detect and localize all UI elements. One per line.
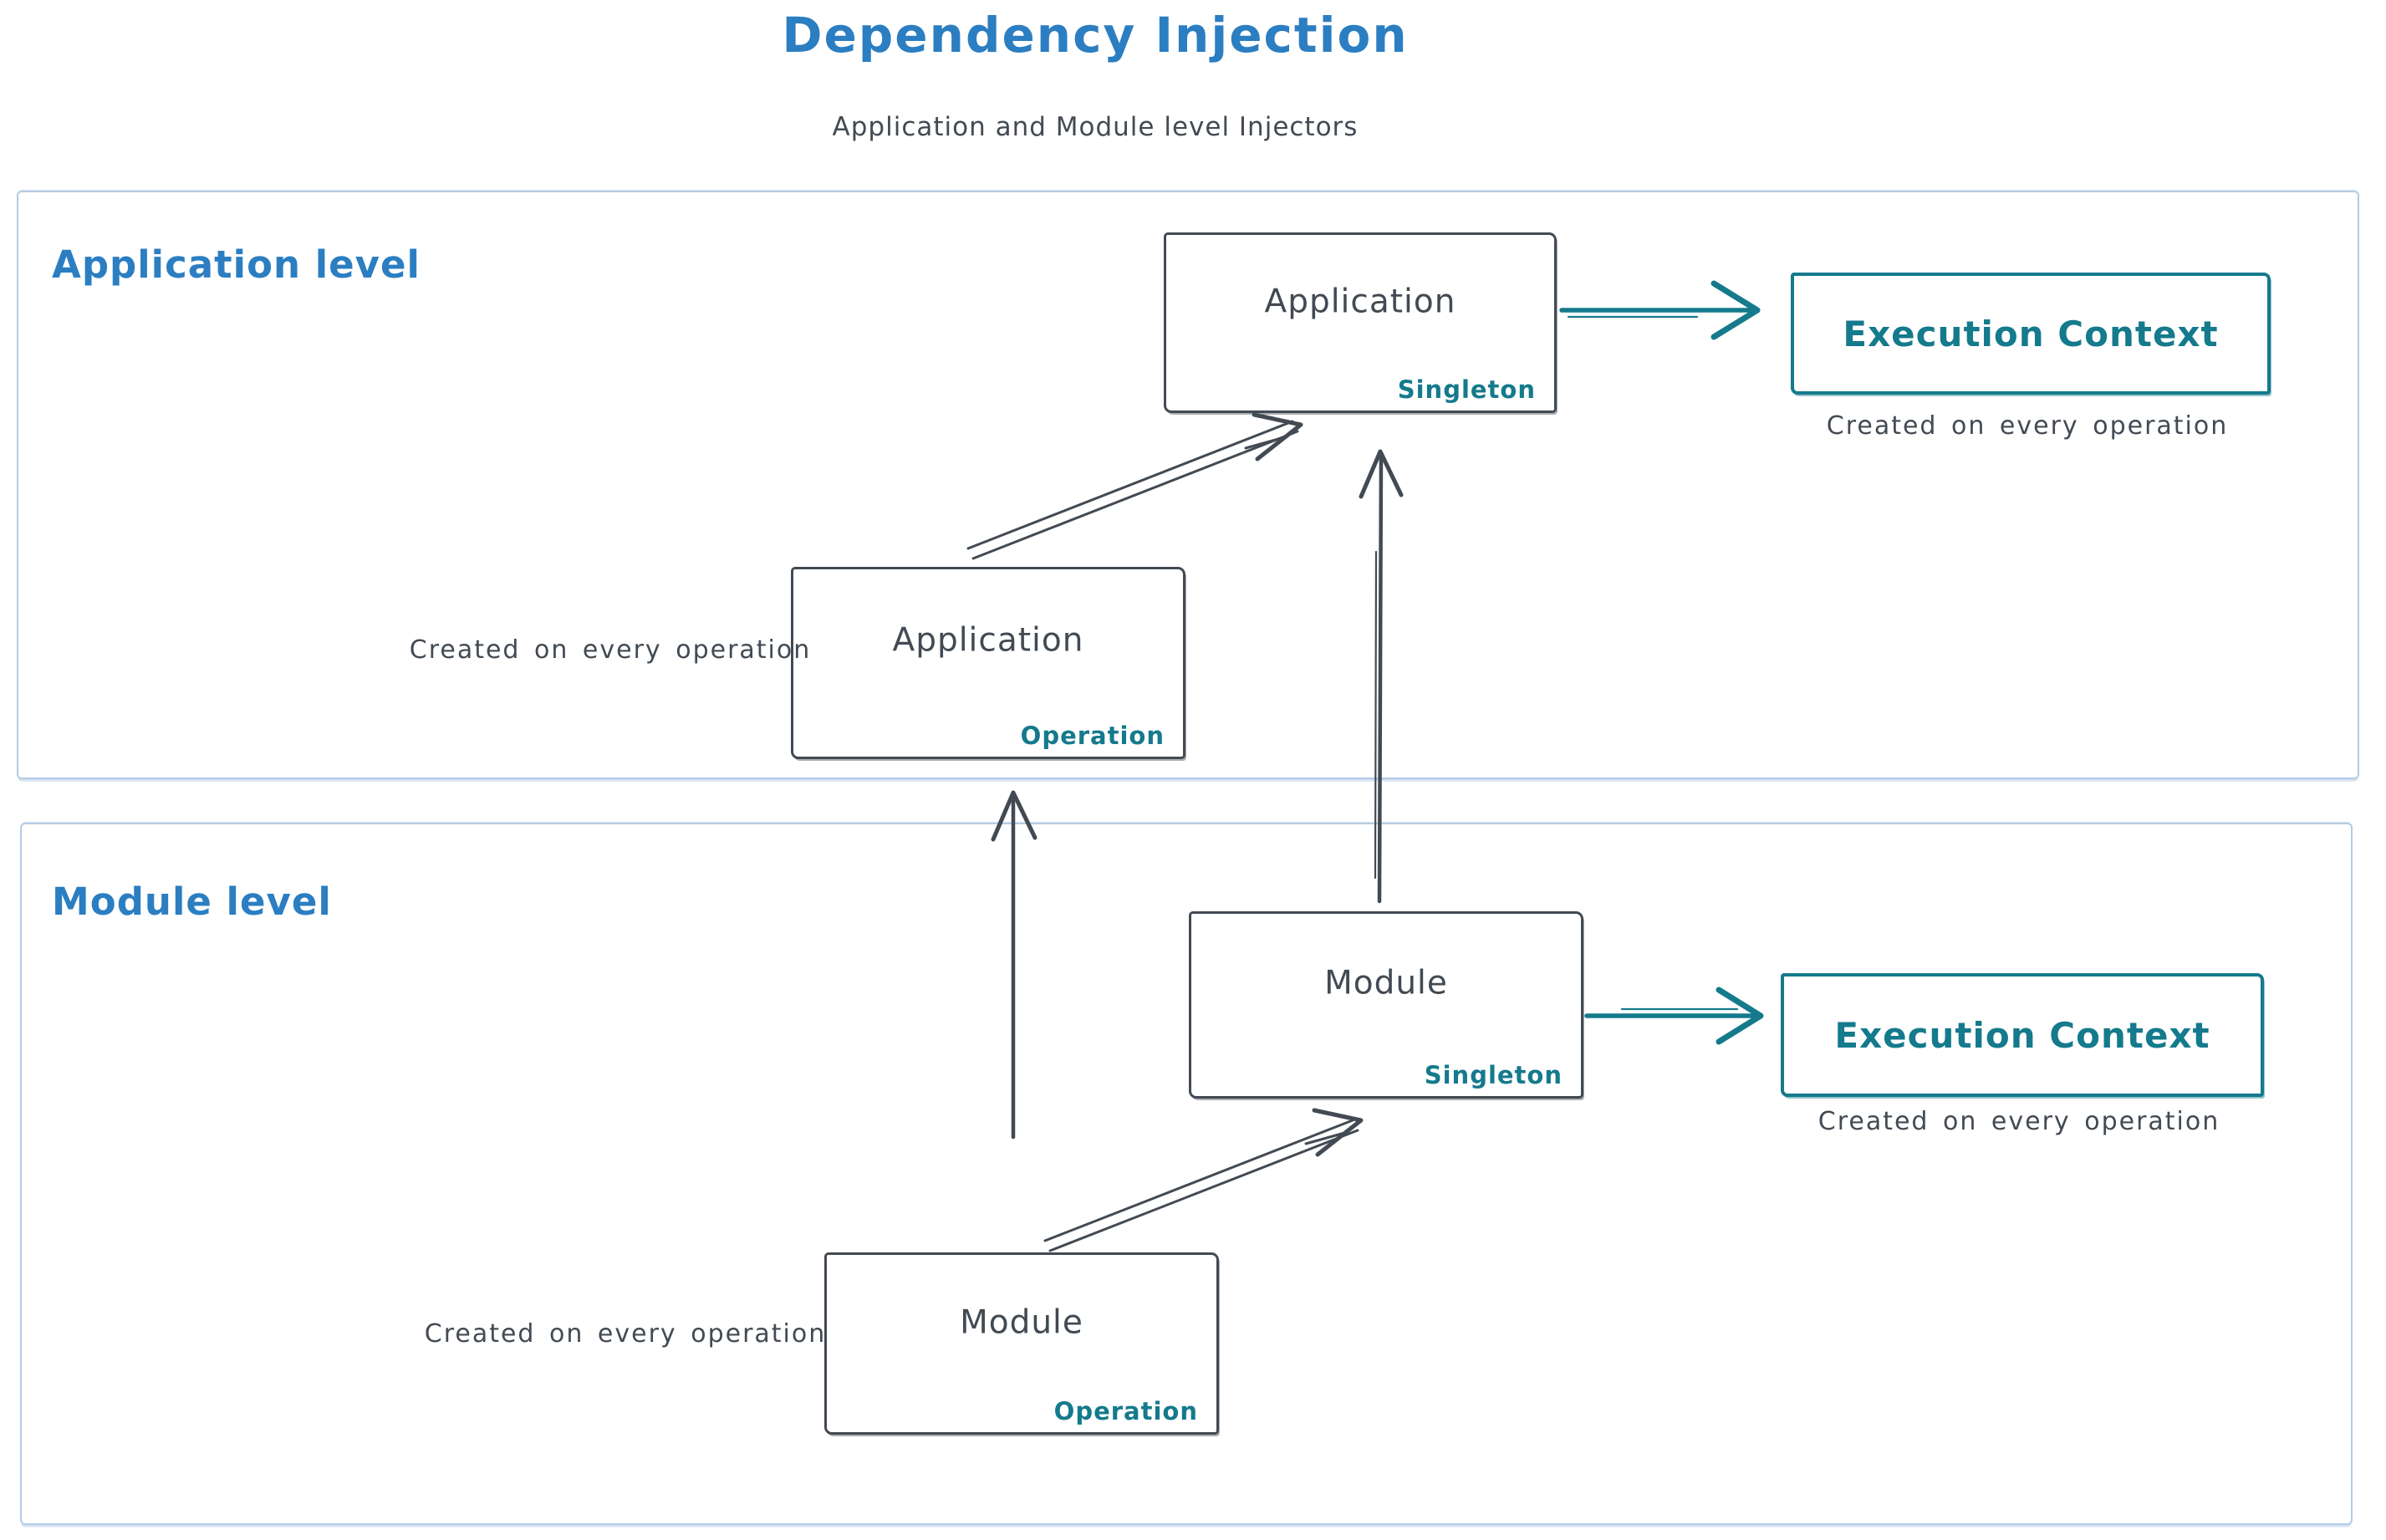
- app-singleton-box: Application Singleton: [1164, 232, 1557, 413]
- module-operation-box: Module Operation: [824, 1252, 1219, 1435]
- module-level-label: Module level: [52, 880, 332, 924]
- module-singleton-title: Module: [1324, 964, 1448, 1002]
- module-operation-caption: Created on every operation: [424, 1319, 827, 1349]
- diagram-title: Dependency Injection: [782, 7, 1409, 64]
- app-execution-context-caption: Created on every operation: [1826, 411, 2229, 441]
- app-singleton-tag: Singleton: [1397, 375, 1536, 404]
- app-operation-tag: Operation: [1020, 722, 1165, 750]
- app-operation-box: Application Operation: [791, 567, 1185, 759]
- module-execution-context-box: Execution Context: [1781, 973, 2264, 1097]
- app-operation-title: Application: [892, 621, 1084, 660]
- diagram-subtitle: Application and Module level Injectors: [832, 112, 1359, 142]
- app-singleton-title: Application: [1264, 283, 1456, 321]
- module-operation-title: Module: [960, 1303, 1083, 1342]
- module-execution-context-label: Execution Context: [1834, 1014, 2210, 1056]
- application-level-container: [17, 191, 2359, 779]
- app-execution-context-box: Execution Context: [1791, 273, 2271, 395]
- application-level-label: Application level: [52, 242, 421, 287]
- app-operation-caption: Created on every operation: [409, 635, 812, 665]
- module-singleton-tag: Singleton: [1424, 1061, 1563, 1089]
- module-execution-context-caption: Created on every operation: [1818, 1107, 2220, 1136]
- module-singleton-box: Module Singleton: [1189, 911, 1583, 1099]
- module-level-container: [20, 823, 2353, 1525]
- module-operation-tag: Operation: [1053, 1397, 1198, 1425]
- app-execution-context-label: Execution Context: [1843, 313, 2219, 354]
